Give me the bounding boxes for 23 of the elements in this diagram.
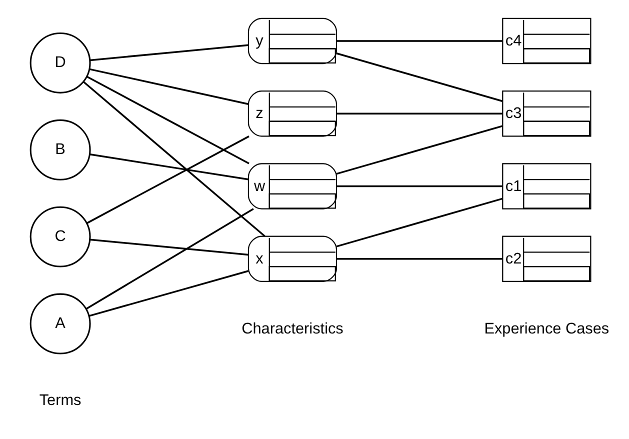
connector [336, 125, 503, 175]
label: Experience Cases [484, 320, 610, 338]
connector [90, 154, 248, 180]
connector [336, 185, 502, 188]
connector [336, 112, 502, 114]
connector [89, 68, 249, 105]
connector [90, 44, 248, 62]
connector [336, 258, 502, 260]
connector [88, 270, 248, 317]
node-circle: A [30, 293, 91, 354]
connector [336, 40, 502, 42]
label: Terms [39, 392, 82, 409]
node-circle: B [30, 119, 91, 180]
connector [82, 81, 266, 237]
connector [86, 136, 250, 224]
connector [336, 198, 503, 248]
connector [336, 52, 503, 102]
connector [86, 208, 254, 310]
connector [90, 238, 248, 256]
node-circle: D [30, 32, 91, 94]
connector [86, 76, 250, 164]
label: Characteristics [242, 320, 344, 338]
node-circle: C [30, 206, 91, 268]
